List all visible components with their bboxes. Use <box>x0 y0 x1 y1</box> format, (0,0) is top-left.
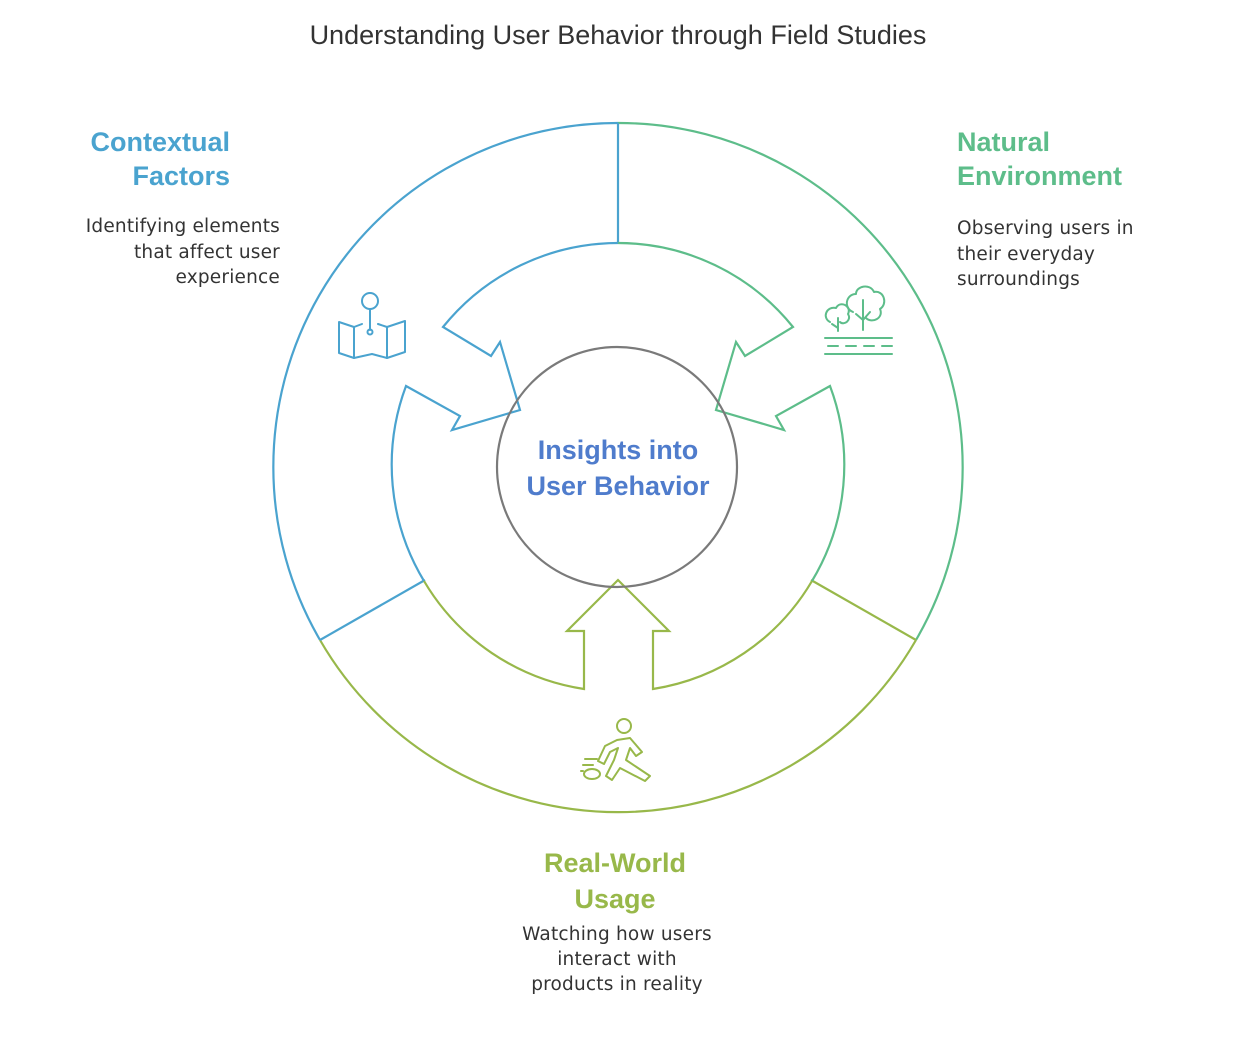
natural-desc-line1: Observing users in <box>957 218 1134 239</box>
outer-ring-natural <box>617 121 964 641</box>
diagram-title: Understanding User Behavior through Fiel… <box>309 20 927 50</box>
realworld-desc-line1: Watching how users <box>522 924 712 945</box>
realworld-desc-line3: products in reality <box>531 974 703 995</box>
contextual-heading-line2: Factors <box>132 161 230 191</box>
divider-right <box>810 579 917 641</box>
outer-ring-realworld <box>319 639 917 814</box>
contextual-description: Identifying elements that affect user ex… <box>40 214 280 291</box>
arrow-natural <box>617 241 846 582</box>
natural-heading-line2: Environment <box>957 161 1123 191</box>
center-label: Insights into User Behavior <box>498 432 738 504</box>
contextual-desc-line3: experience <box>175 267 280 288</box>
center-circle <box>495 345 739 589</box>
map-pin-icon <box>338 292 406 359</box>
contextual-desc-line2: that affect user <box>133 241 280 263</box>
trees-icon <box>824 285 893 355</box>
natural-description: Observing users in their everyday surrou… <box>957 216 1217 293</box>
center-label-line1: Insights into <box>537 435 699 465</box>
realworld-heading: Real-World Usage <box>465 845 765 917</box>
contextual-desc-line1: Identifying elements <box>85 216 280 237</box>
natural-desc-line2: their everyday <box>957 243 1096 265</box>
arrow-realworld <box>423 578 813 691</box>
natural-desc-line3: surroundings <box>957 269 1081 290</box>
realworld-description: Watching how users interact with product… <box>467 922 767 997</box>
divider-left <box>319 579 426 641</box>
contextual-heading-line1: Contextual <box>90 127 230 157</box>
walking-person-icon <box>580 718 651 782</box>
natural-heading: Natural Environment <box>957 125 1217 193</box>
contextual-heading: Contextual Factors <box>60 125 230 193</box>
arrow-contextual <box>390 241 619 582</box>
realworld-desc-line2: interact with <box>557 949 677 970</box>
realworld-heading-line1: Real-World <box>543 848 686 878</box>
outer-ring-contextual <box>272 121 619 641</box>
realworld-heading-line2: Usage <box>574 884 656 914</box>
natural-heading-line1: Natural <box>957 127 1051 157</box>
center-label-line2: User Behavior <box>526 471 710 501</box>
